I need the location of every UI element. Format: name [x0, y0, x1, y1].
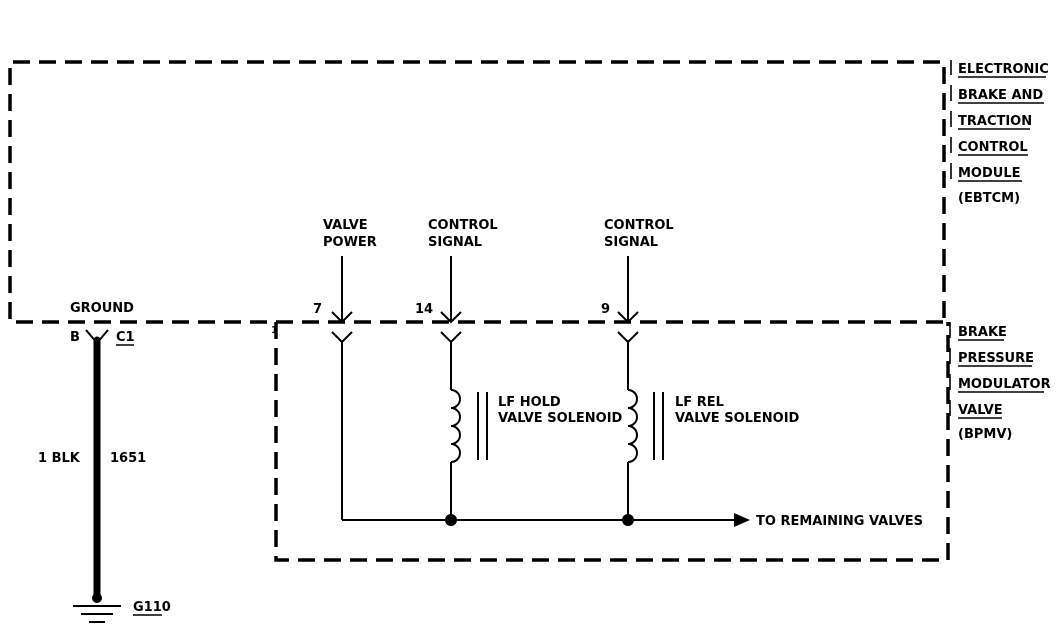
- ebtcm-label-line-6: (EBTCM): [958, 191, 1020, 206]
- terminal-14-label-line-2: SIGNAL: [428, 235, 482, 250]
- bpmv-label-line-2: PRESSURE: [958, 351, 1034, 366]
- bpmv-label-line-1: BRAKE: [958, 325, 1007, 340]
- bpmv-label-line-4: VALVE: [958, 403, 1003, 418]
- terminal-9-pin: 9: [601, 302, 610, 317]
- ebtcm-label-line-2: BRAKE AND: [958, 88, 1043, 103]
- terminal-14-label-line-1: CONTROL: [428, 218, 498, 233]
- terminal-14-pin: 14: [415, 302, 433, 317]
- bpmv-pin-mark: 1: [271, 325, 278, 336]
- ground-symbol-icon: [73, 605, 121, 623]
- lf-rel-solenoid: LF REL VALVE SOLENOID: [627, 389, 800, 520]
- lf-hold-label-line-2: VALVE SOLENOID: [498, 411, 623, 426]
- bpmv-label-line-5: (BPMV): [958, 427, 1012, 442]
- ground-connector-label: C1: [116, 330, 135, 345]
- ebtcm-label: ELECTRONIC BRAKE AND TRACTION CONTROL MO…: [950, 60, 1049, 206]
- ebtcm-module-box: [8, 60, 946, 324]
- lf-hold-coil-icon: [450, 389, 461, 463]
- bpmv-label: BRAKE PRESSURE MODULATOR VALVE (BPMV): [949, 322, 1051, 442]
- ebtcm-label-line-5: MODULE: [958, 166, 1021, 181]
- terminal-9-label-line-2: SIGNAL: [604, 235, 658, 250]
- terminal-valve-power: VALVE POWER 7: [313, 218, 377, 520]
- ebtcm-label-line-1: ELECTRONIC: [958, 62, 1049, 77]
- lf-rel-label-line-2: VALVE SOLENOID: [675, 411, 800, 426]
- ground-pin-label: B: [70, 330, 80, 345]
- ground-point-label: G110: [133, 600, 171, 615]
- terminal-7-label-line-2: POWER: [323, 235, 377, 250]
- ground-circuit: GROUND B C1 1 BLK 1651 G110: [38, 301, 171, 623]
- bpmv-box: [274, 322, 950, 562]
- splice-hold: [445, 514, 457, 526]
- terminal-7-pin: 7: [313, 302, 322, 317]
- ground-label: GROUND: [70, 301, 134, 316]
- ground-circuit-number: 1651: [110, 451, 146, 466]
- terminal-control-signal-hold: CONTROL SIGNAL 14: [415, 218, 498, 390]
- terminal-9-label-line-1: CONTROL: [604, 218, 674, 233]
- ebtcm-label-line-4: CONTROL: [958, 140, 1028, 155]
- ground-wire-size-color: 1 BLK: [38, 451, 81, 466]
- valve-common-bus: TO REMAINING VALVES: [342, 513, 923, 529]
- arrow-right-icon: [734, 513, 750, 527]
- lf-hold-label-line-1: LF HOLD: [498, 395, 561, 410]
- lf-rel-label-line-1: LF REL: [675, 395, 724, 410]
- bpmv-label-line-3: MODULATOR: [958, 377, 1051, 392]
- ebtcm-label-line-3: TRACTION: [958, 114, 1032, 129]
- ground-junction: [92, 593, 102, 603]
- terminal-control-signal-rel: CONTROL SIGNAL 9: [601, 218, 674, 390]
- splice-rel: [622, 514, 634, 526]
- lf-hold-solenoid: LF HOLD VALVE SOLENOID: [450, 389, 623, 520]
- terminal-7-label-line-1: VALVE: [323, 218, 368, 233]
- remaining-valves-label: TO REMAINING VALVES: [756, 514, 923, 529]
- lf-rel-coil-icon: [627, 389, 638, 463]
